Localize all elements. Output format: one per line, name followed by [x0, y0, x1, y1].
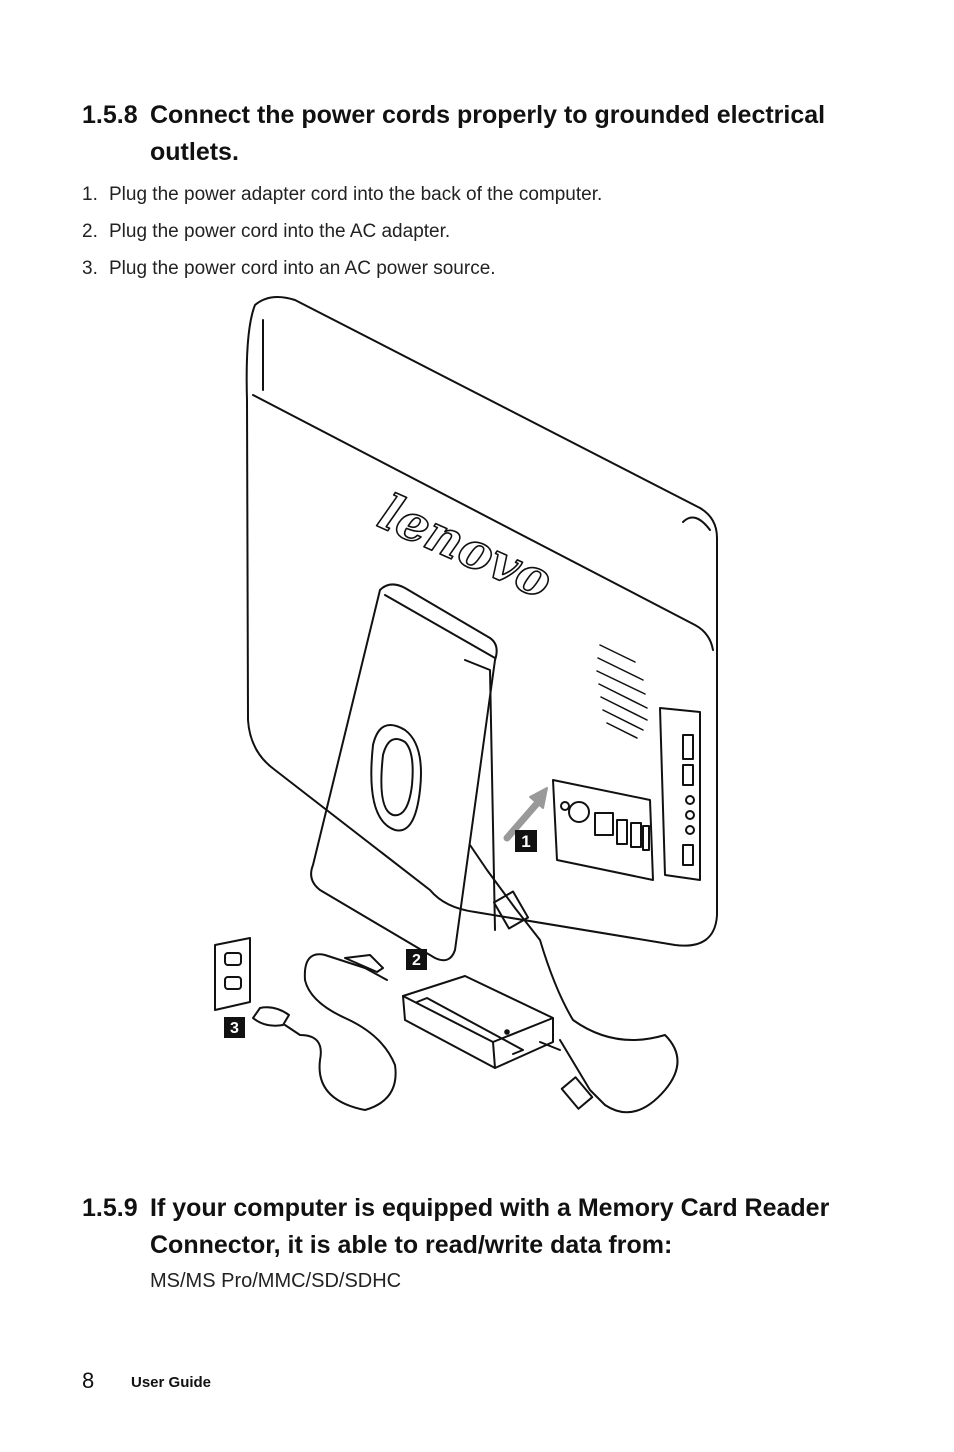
ac-adapter	[402, 975, 561, 1069]
callout-2: 2	[406, 949, 427, 970]
svg-text:1: 1	[521, 832, 530, 851]
footer-label: User Guide	[131, 1374, 212, 1391]
step-item: 3. Plug the power cord into an AC power s…	[82, 250, 602, 287]
monitor-stand	[310, 583, 498, 962]
step-text: Plug the power cord into the AC adapter.	[109, 221, 451, 242]
callout-3: 3	[224, 1017, 245, 1038]
step-number: 2.	[82, 221, 98, 242]
supported-card-formats: MS/MS Pro/MMC/SD/SDHC	[150, 1270, 402, 1292]
step-item: 2. Plug the power cord into the AC adapte…	[82, 213, 602, 250]
callout-1: 1	[515, 830, 537, 852]
monitor-back	[245, 295, 718, 947]
section-title: If your computer is equipped with a Memo…	[150, 1194, 830, 1259]
dc-cord	[469, 844, 679, 1114]
section-title: Connect the power cords properly to grou…	[150, 101, 826, 166]
step-text: Plug the power cord into an AC power sou…	[109, 258, 496, 279]
step-number: 3.	[82, 258, 98, 279]
svg-text:2: 2	[412, 952, 421, 969]
section-heading-1-5-8: 1.5.8 Connect the power cords properly t…	[82, 97, 872, 171]
section-number: 1.5.9	[82, 1194, 138, 1222]
section-heading-1-5-9: 1.5.9 If your computer is equipped with …	[82, 1190, 872, 1264]
step-number: 1.	[82, 184, 98, 205]
wall-outlet	[214, 937, 251, 1011]
page-number: 8	[82, 1368, 95, 1393]
step-item: 1. Plug the power adapter cord into the b…	[82, 176, 602, 213]
step-text: Plug the power adapter cord into the bac…	[109, 184, 603, 205]
power-connection-illustration: lenovo 1	[214, 295, 718, 1114]
steps-list: 1. Plug the power adapter cord into the b…	[82, 176, 602, 287]
ac-cord	[252, 953, 397, 1111]
section-number: 1.5.8	[82, 101, 138, 129]
lenovo-logo: lenovo	[370, 482, 561, 610]
svg-text:3: 3	[230, 1020, 239, 1037]
